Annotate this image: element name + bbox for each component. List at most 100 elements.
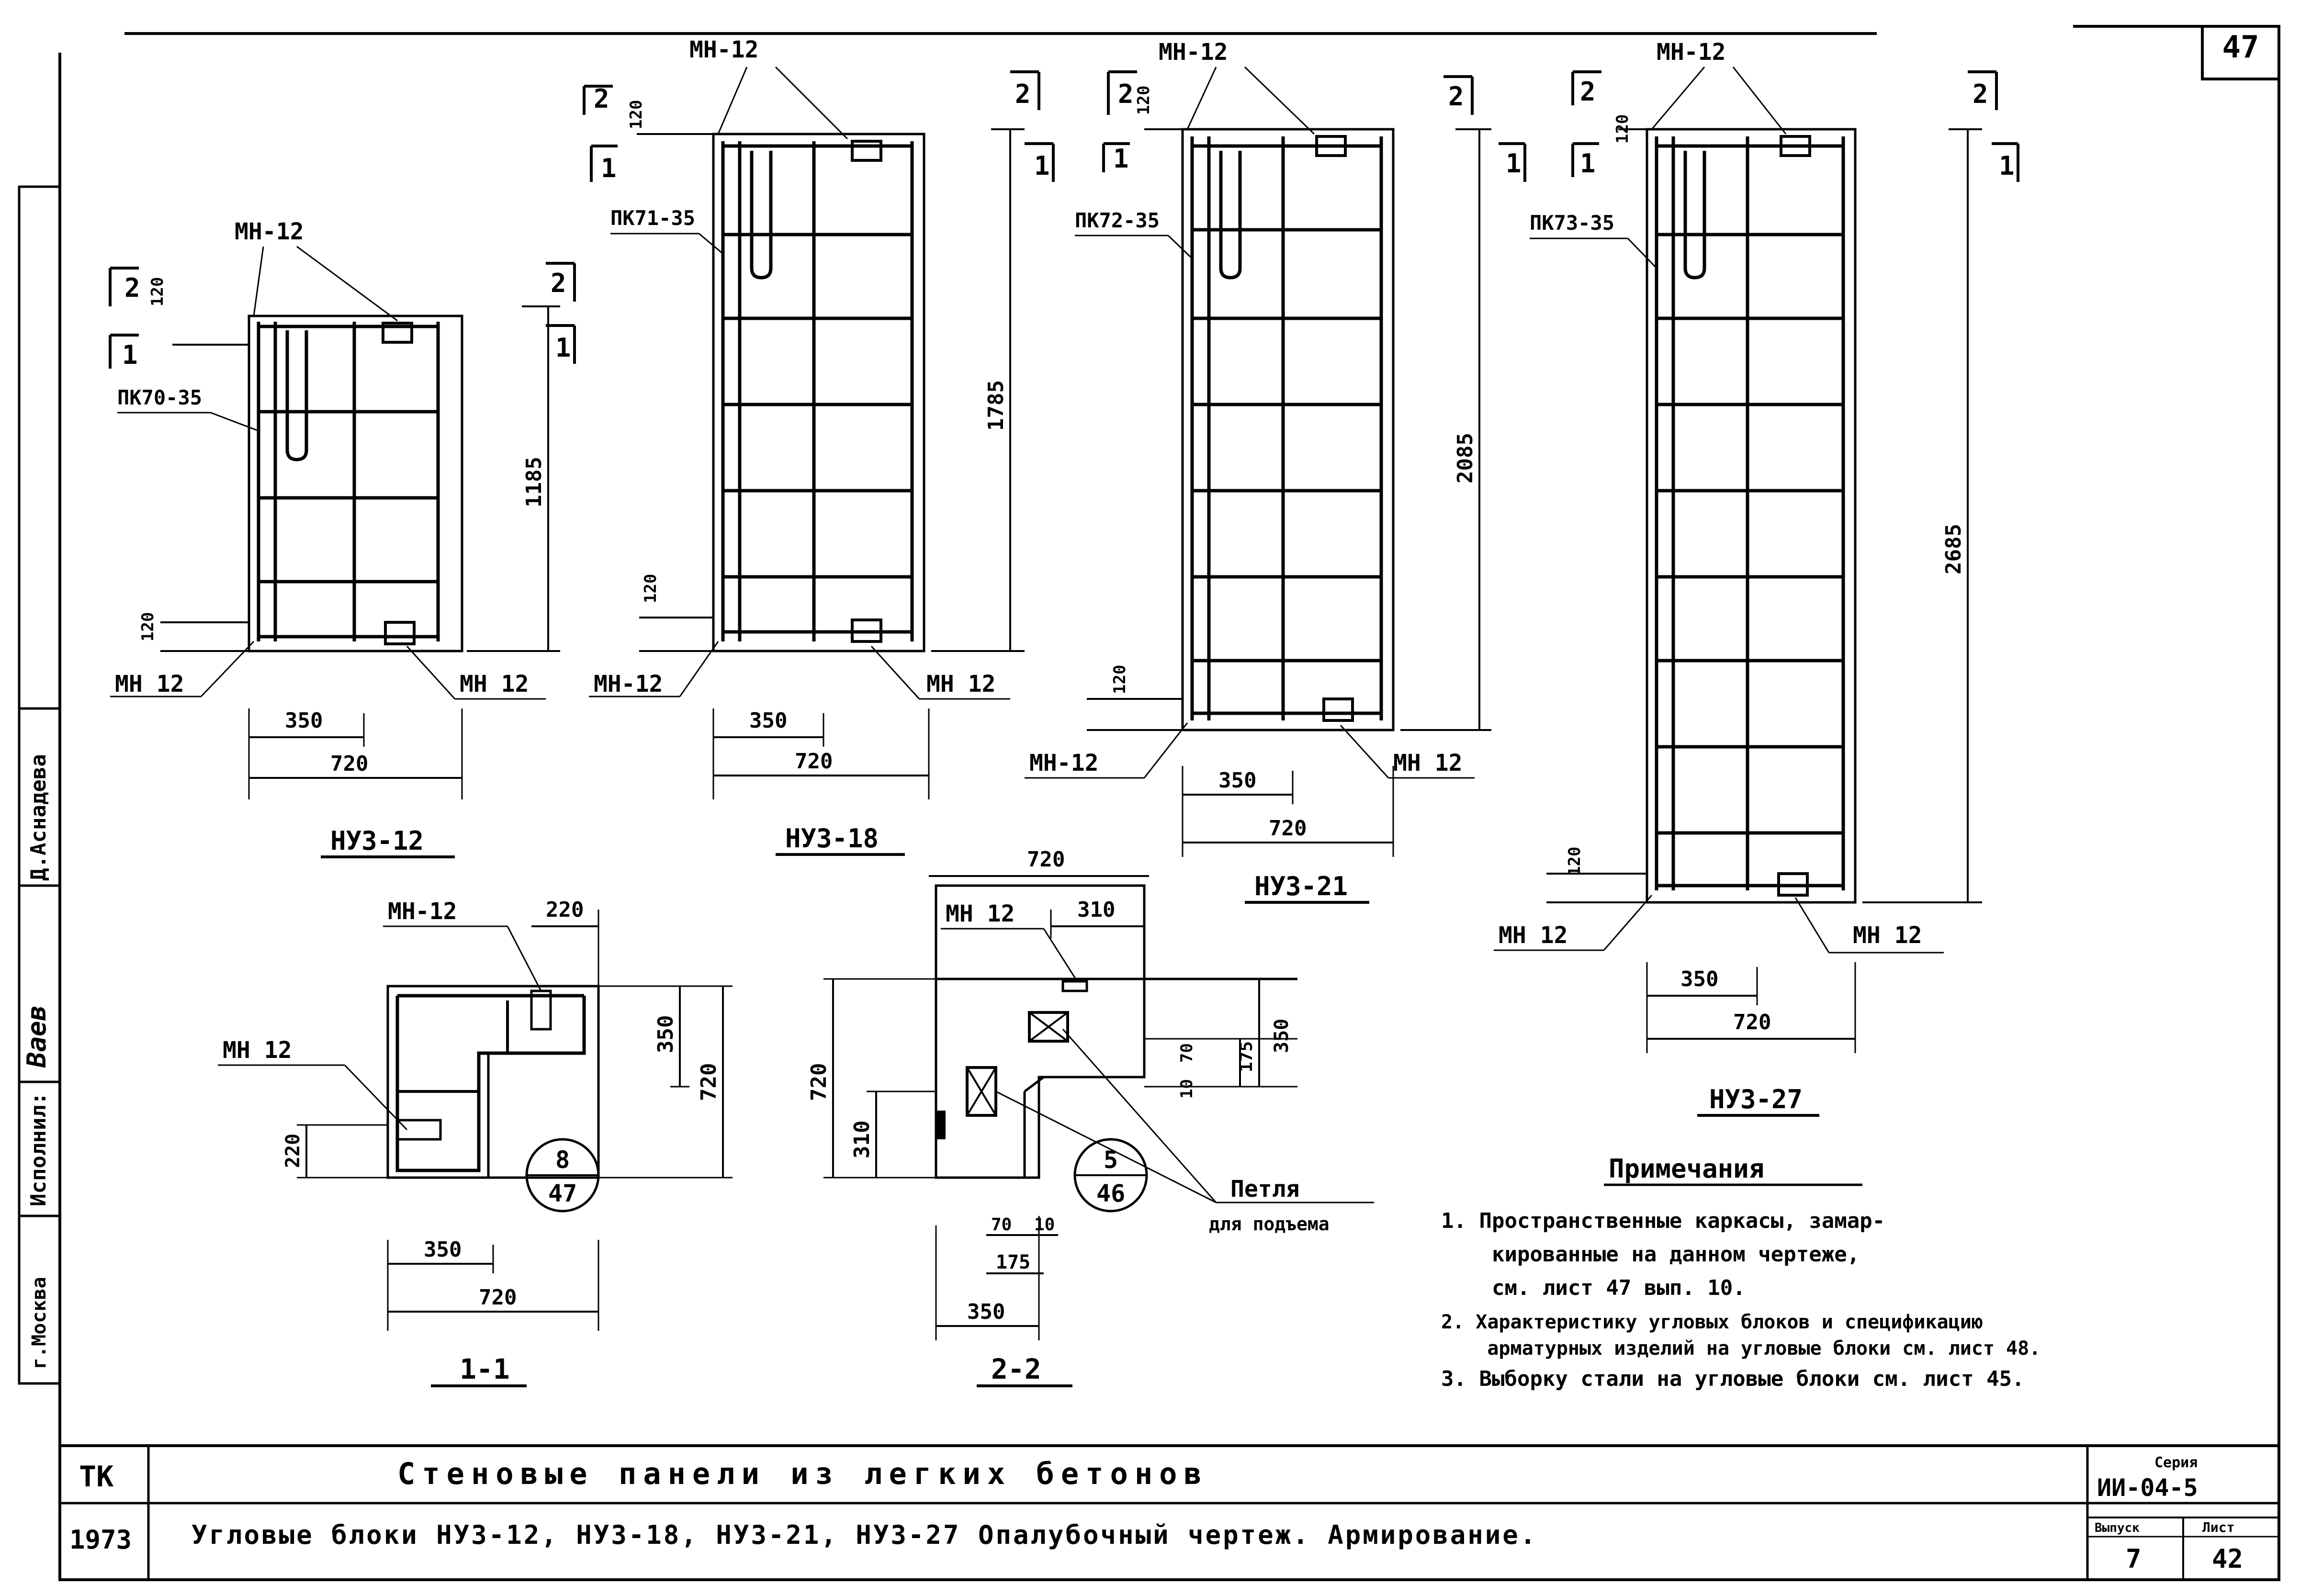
block-nuz-21: 2 1 2 1 120 МН-12 ПК72-35 2085 120 МН-12… xyxy=(1025,39,1526,904)
mesh-top-label: МН-12 xyxy=(235,218,304,245)
dim-175-bottom: 175 xyxy=(996,1251,1030,1273)
mesh-br-label: МН 12 xyxy=(1853,922,1922,949)
notes-heading: Примечания xyxy=(1609,1154,1764,1184)
section-mark-2: 2 xyxy=(1118,79,1134,109)
width-dim: 720 xyxy=(1733,1010,1771,1034)
mesh-top-label: МН-12 xyxy=(388,898,457,925)
dim-720-top: 720 xyxy=(1027,847,1065,872)
side-name: Д.Аснадева xyxy=(26,754,51,881)
callout-bottom: 47 xyxy=(548,1180,577,1207)
section-mark-2r: 2 xyxy=(1973,79,1988,109)
note-line-1: 1. Пространственные каркасы, замар- xyxy=(1441,1209,1885,1233)
dim-720-left: 720 xyxy=(807,1063,831,1101)
block-nuz-18: 2 1 2 1 120 МН-12 ПК71-35 1785 120 МН-12… xyxy=(583,36,1055,856)
mesh-top-label: МН-12 xyxy=(1657,39,1726,66)
section-mark-1: 1 xyxy=(1113,144,1129,174)
dim-70-bottom: 70 xyxy=(991,1215,1012,1235)
dim-120-top: 120 xyxy=(627,100,646,129)
mesh-top-label: МН-12 xyxy=(1159,39,1228,66)
section-mark-1: 1 xyxy=(122,340,138,370)
width-inner-dim: 350 xyxy=(285,708,323,733)
callout-bottom: 46 xyxy=(1096,1180,1125,1207)
width-inner-dim: 350 xyxy=(749,708,787,733)
section-mark-1r: 1 xyxy=(1506,148,1522,179)
section-mark-1r: 1 xyxy=(1034,151,1050,181)
dim-10-right: 10 xyxy=(1177,1079,1196,1099)
frame-label: ПК71-35 xyxy=(610,206,695,230)
dim-350-right: 350 xyxy=(1271,1019,1293,1053)
dim-120-top: 120 xyxy=(148,277,167,306)
note-line-6: 3. Выборку стали на угловые блоки см. ли… xyxy=(1441,1367,2025,1391)
dim-220: 220 xyxy=(546,898,584,922)
side-strip: Д.Аснадева Ваев Исполнил: г.Москва xyxy=(18,185,61,1385)
height-dim: 2085 xyxy=(1453,433,1477,483)
section-1-1: МН-12 220 МН 12 350 720 220 8 47 350 720… xyxy=(218,898,733,1387)
mesh-left-label: МН 12 xyxy=(223,1037,292,1064)
mesh-bl-label: МН 12 xyxy=(115,671,184,697)
block-title: НУЗ-21 xyxy=(1254,871,1348,901)
title-block: ТК 1973 Стеновые панели из легких бетоно… xyxy=(58,1444,2280,1581)
width-dim: 720 xyxy=(330,752,368,776)
block-nuz-27: 2 1 2 1 120 МН-12 ПК73-35 2685 120 МН 12… xyxy=(1494,39,2019,1117)
block-title: НУЗ-18 xyxy=(785,823,879,854)
width-dim: 720 xyxy=(1269,816,1307,841)
dim-70-right: 70 xyxy=(1177,1043,1196,1063)
vypusk-label: Выпуск xyxy=(2095,1521,2140,1535)
dim-350: 350 xyxy=(654,1015,678,1053)
section-mark-1r: 1 xyxy=(555,333,571,363)
dim-120-bottom: 120 xyxy=(1565,847,1584,876)
height-dim: 1785 xyxy=(984,380,1008,431)
note-line-3: см. лист 47 вып. 10. xyxy=(1441,1276,1746,1300)
frame-label: ПК70-35 xyxy=(117,386,202,409)
series-label: Серия xyxy=(2154,1454,2198,1471)
section-mark-2r: 2 xyxy=(1448,81,1464,112)
note-line-4: 2. Характеристику угловых блоков и специ… xyxy=(1441,1311,1983,1333)
dim-310-left: 310 xyxy=(850,1121,874,1158)
sheet-number-box: 47 xyxy=(2201,25,2280,80)
mesh-bl-label: МН 12 xyxy=(1499,922,1568,949)
block-title: НУЗ-12 xyxy=(330,826,424,856)
side-ispolnil: Исполнил: xyxy=(26,1092,51,1206)
width-dim: 720 xyxy=(795,749,833,774)
height-dim: 1185 xyxy=(522,457,546,507)
mesh-bl-label: МН-12 xyxy=(594,671,663,697)
dim-175-right: 175 xyxy=(1237,1041,1256,1072)
dim-350-bottom: 350 xyxy=(967,1300,1005,1324)
mesh-br-label: МН 12 xyxy=(926,671,996,697)
org-code: ТК xyxy=(79,1460,113,1494)
dim-350-bottom: 350 xyxy=(424,1237,462,1262)
mesh-top-label: МН-12 xyxy=(689,36,759,63)
dim-120-top: 120 xyxy=(1134,86,1153,115)
width-inner-dim: 350 xyxy=(1680,967,1718,991)
width-inner-dim: 350 xyxy=(1218,768,1256,793)
note-line-2: кированные на данном чертеже, xyxy=(1441,1242,1860,1267)
note-line-5: арматурных изделий на угловые блоки см. … xyxy=(1441,1337,2041,1360)
list-label: Лист xyxy=(2202,1519,2234,1535)
callout-top: 5 xyxy=(1104,1146,1118,1174)
section-mark-2: 2 xyxy=(594,84,609,114)
series-value: ИИ-04-5 xyxy=(2097,1474,2198,1502)
dim-720-bottom: 720 xyxy=(479,1285,517,1310)
block-title: НУЗ-27 xyxy=(1709,1084,1803,1114)
dim-120-bottom: 120 xyxy=(641,574,660,603)
dim-120-bottom: 120 xyxy=(1110,665,1129,694)
mesh-br-label: МН 12 xyxy=(1393,750,1463,776)
mesh-bl-label: МН-12 xyxy=(1029,750,1099,776)
sheet-number: 47 xyxy=(2222,30,2259,65)
dim-220-left: 220 xyxy=(282,1134,304,1168)
dim-310-top: 310 xyxy=(1077,898,1115,922)
frame-label: ПК73-35 xyxy=(1530,211,1614,235)
dim-10-bottom: 10 xyxy=(1034,1215,1055,1235)
section-mark-2: 2 xyxy=(124,273,140,303)
loop-label: Петля xyxy=(1230,1176,1300,1203)
frame-label: ПК72-35 xyxy=(1075,209,1160,232)
dim-120-bottom: 120 xyxy=(138,612,158,641)
section-mark-1r: 1 xyxy=(1999,151,2015,181)
side-signature: Ваев xyxy=(22,1005,52,1068)
mesh-label: МН 12 xyxy=(946,900,1015,927)
notes: Примечания 1. Пространственные каркасы, … xyxy=(1441,1154,2041,1391)
block-nuz-12: 2 1 2 1 120 МН-12 ПК70-35 1185 120 МН 12… xyxy=(109,218,576,858)
loop-sublabel: для подъема xyxy=(1209,1214,1330,1235)
list-value: 42 xyxy=(2212,1544,2243,1574)
